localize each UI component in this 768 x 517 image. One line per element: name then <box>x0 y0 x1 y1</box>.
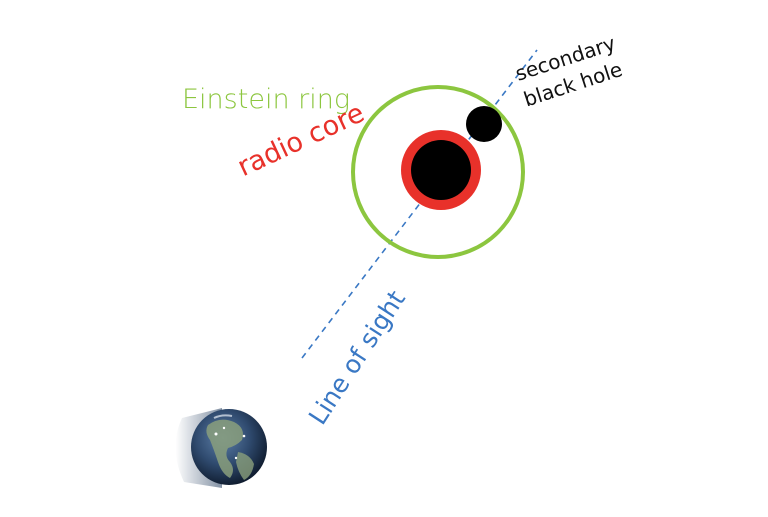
earth-globe-icon <box>175 408 267 488</box>
secondary-black-hole <box>466 106 502 142</box>
einstein-ring <box>351 85 525 259</box>
primary-black-hole <box>411 140 471 200</box>
line-of-sight-line <box>301 49 538 359</box>
einstein-ring-label: Einstein ring <box>182 84 351 115</box>
